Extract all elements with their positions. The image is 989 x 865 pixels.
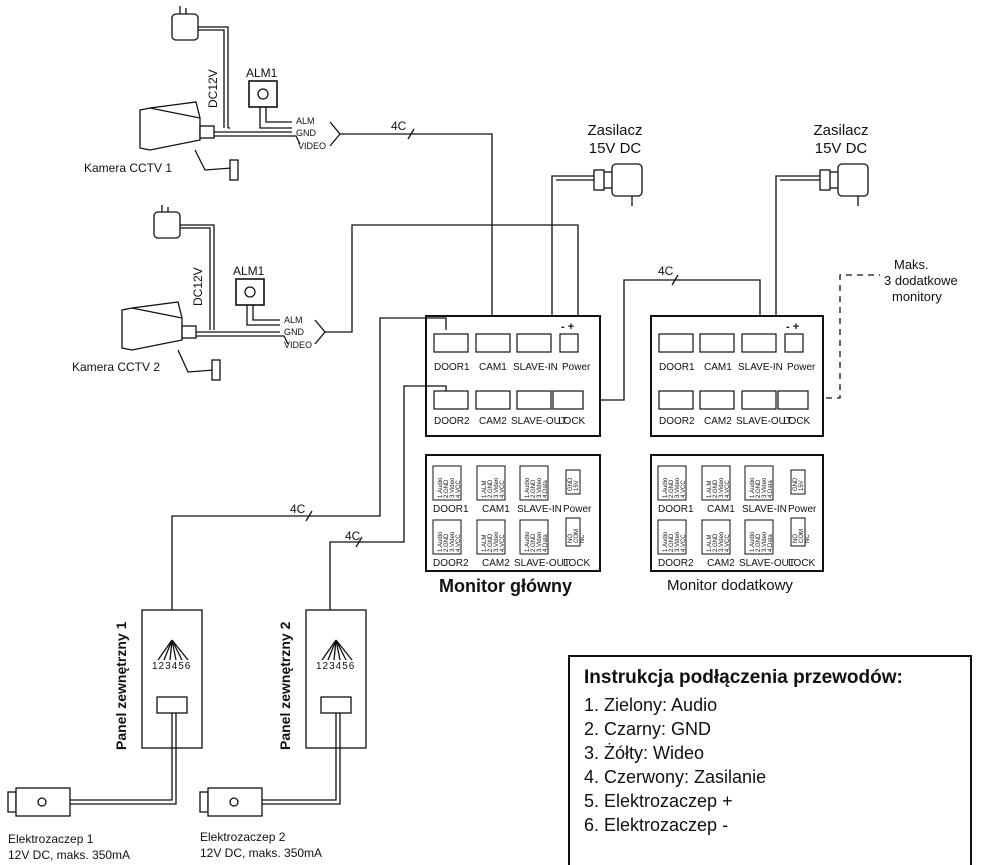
power-supply-main-shape — [593, 163, 643, 206]
extra-port-door1: DOOR1 — [659, 362, 695, 373]
camera1-body — [139, 101, 239, 181]
cam2-wire-alm: ALM — [284, 315, 303, 325]
cable-label-slave: 4C — [658, 264, 674, 278]
panel-2-pins: 123456 — [316, 661, 356, 672]
main-pin-slave-in: SLAVE-IN — [517, 504, 562, 515]
camera1-power-adapter — [171, 6, 229, 128]
cable-label-panel1: 4C — [290, 502, 306, 516]
extra-pin-power: Power — [788, 504, 817, 515]
instructions-title: Instrukcja podłączenia przewodów: — [584, 667, 903, 688]
extra-pin-slave-out: SLAVE-OUT — [739, 558, 795, 569]
wiring-instructions-box: Instrukcja podłączenia przewodów: 1. Zie… — [568, 655, 972, 865]
alm1-switch-1 — [248, 80, 278, 108]
main-pin-cam2: CAM2 — [482, 558, 510, 569]
instruction-item: 6. Elektrozaczep - — [584, 815, 729, 835]
panel-1-pins: 123456 — [152, 661, 192, 672]
main-port-door2: DOOR2 — [434, 416, 470, 427]
extra-pin-slave-in: SLAVE-IN — [742, 504, 787, 515]
extra-pin-door1: DOOR1 — [658, 504, 694, 515]
main-port-slave-out: SLAVE-OUT — [511, 416, 567, 427]
main-port-lock: LOCK — [558, 416, 586, 427]
main-port-cam1: CAM1 — [479, 362, 507, 373]
extra-port-cam1: CAM1 — [704, 362, 732, 373]
panel-2-title: Panel zewnętrzny 2 — [277, 621, 293, 750]
alm1-label-2: ALM1 — [233, 264, 265, 278]
extra-monitors-note: Maks. 3 dodatkowe monitory — [884, 257, 958, 304]
extra-pin-lock: LOCK — [788, 558, 816, 569]
instruction-item: 1. Zielony: Audio — [584, 695, 718, 715]
instructions-list: 1. Zielony: Audio 2. Czarny: GND 3. Żółt… — [584, 693, 970, 837]
main-pin-lock: LOCK — [563, 558, 591, 569]
lock-2-shape — [199, 787, 263, 817]
main-pin-cam1: CAM1 — [482, 504, 510, 515]
main-port-cam2: CAM2 — [479, 416, 507, 427]
main-pin-door1: DOOR1 — [433, 504, 469, 515]
extra-monitor-title: Monitor dodatkowy — [667, 577, 793, 594]
cam2-wire-gnd: GND — [284, 327, 304, 337]
extra-port-slave-in: SLAVE-IN — [738, 362, 783, 373]
alm1-label-1: ALM1 — [246, 66, 278, 80]
cam2-wire-video: VIDEO — [284, 340, 313, 350]
cable-label-panel2: 4C — [345, 529, 361, 543]
cable-label-cam1: 4C — [391, 119, 407, 133]
camera2-body — [121, 301, 221, 381]
instruction-item: 4. Czerwony: Zasilanie — [584, 767, 767, 787]
lock-1-shape — [7, 787, 71, 817]
extra-port-door2: DOOR2 — [659, 416, 695, 427]
main-pin-slave-out: SLAVE-OUT — [514, 558, 570, 569]
dc12v-label-1: DC12V — [206, 69, 220, 108]
camera2-power-adapter — [153, 205, 215, 330]
extra-pin-cam1: CAM1 — [707, 504, 735, 515]
extra-pin-cam2: CAM2 — [707, 558, 735, 569]
alm1-switch-2 — [235, 278, 265, 306]
main-pin-power: Power — [563, 504, 592, 515]
dc12v-label-2: DC12V — [191, 267, 205, 306]
main-power-polarity: - + — [561, 321, 575, 333]
camera2-name: Kamera CCTV 2 — [72, 360, 161, 374]
extra-port-lock: LOCK — [783, 416, 811, 427]
main-monitor-title: Monitor główny — [439, 576, 572, 596]
instruction-item: 3. Żółty: Wideo — [584, 743, 705, 763]
main-port-slave-in: SLAVE-IN — [513, 362, 558, 373]
main-port-door1: DOOR1 — [434, 362, 470, 373]
instruction-item: 2. Czarny: GND — [584, 719, 712, 739]
extra-port-cam2: CAM2 — [704, 416, 732, 427]
main-pin-door2: DOOR2 — [433, 558, 469, 569]
main-port-power: Power — [562, 362, 591, 373]
camera1-name: Kamera CCTV 1 — [84, 161, 173, 175]
power-supply-extra-shape — [819, 163, 869, 206]
extra-power-polarity: - + — [786, 321, 800, 333]
extra-pin-door2: DOOR2 — [658, 558, 694, 569]
instruction-item: 5. Elektrozaczep + — [584, 791, 733, 811]
panel-1-title: Panel zewnętrzny 1 — [113, 621, 129, 750]
extra-port-slave-out: SLAVE-OUT — [736, 416, 792, 427]
cam1-wire-video: VIDEO — [298, 141, 327, 151]
cam1-wire-gnd: GND — [296, 128, 316, 138]
extra-port-power: Power — [787, 362, 816, 373]
cam1-wire-alm: ALM — [296, 116, 315, 126]
